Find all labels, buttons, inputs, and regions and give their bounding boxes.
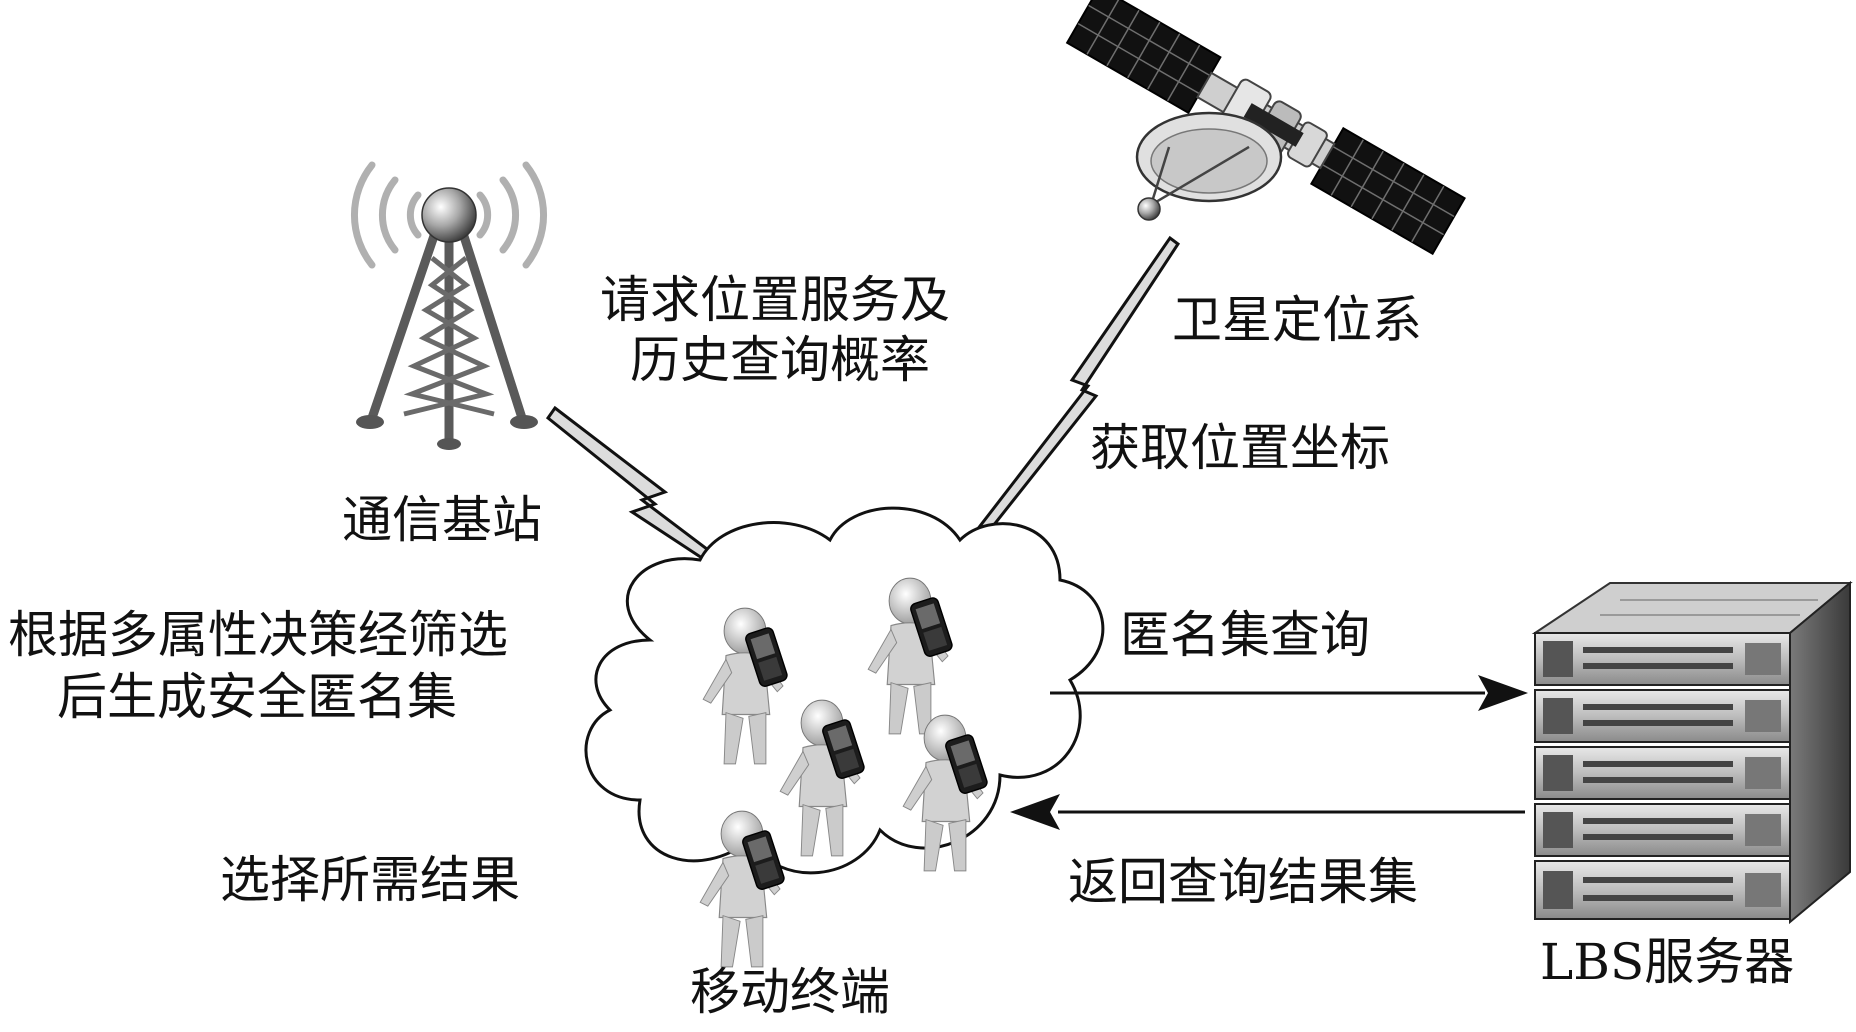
- return-results-label: 返回查询结果集: [1068, 853, 1418, 911]
- filter-label-line1: 根据多属性决策经筛选: [8, 606, 508, 664]
- get-coords-label: 获取位置坐标: [1090, 419, 1390, 477]
- request-label-line1: 请求位置服务及: [600, 271, 950, 329]
- anon-query-label: 匿名集查询: [1120, 606, 1370, 664]
- satellite-label: 卫星定位系: [1172, 291, 1422, 349]
- lightning-bolt-icon: [957, 235, 1181, 557]
- filter-label-line2: 后生成安全匿名集: [57, 668, 457, 726]
- arrow-right-icon: [1050, 675, 1528, 711]
- cloud-icon: [584, 506, 1105, 875]
- server-label: LBS服务器: [1540, 933, 1795, 991]
- tower-label: 通信基站: [342, 491, 542, 549]
- radio-tower-icon: [351, 161, 547, 450]
- arrow-left-icon: [1010, 794, 1525, 830]
- mobile-label: 移动终端: [690, 963, 890, 1021]
- server-rack-icon: [1531, 580, 1853, 925]
- select-label: 选择所需结果: [220, 851, 520, 909]
- satellite-icon: [1065, 0, 1466, 256]
- request-label-line2: 历史查询概率: [630, 331, 930, 389]
